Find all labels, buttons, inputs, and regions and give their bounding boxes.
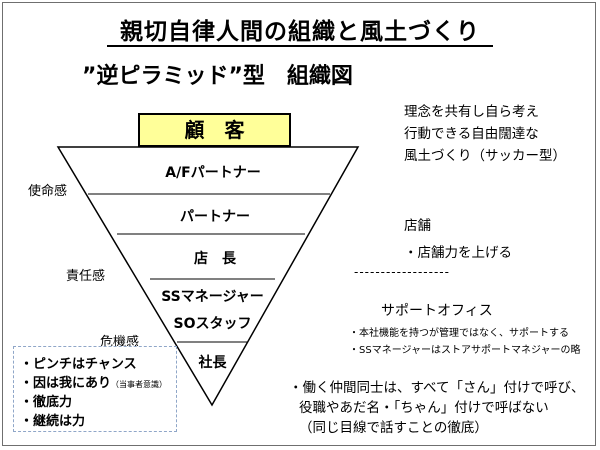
philosophy-line: 行動できる自由闊達な bbox=[404, 126, 539, 142]
tier-store-manager: 店 長 bbox=[194, 251, 236, 267]
side-label-mission: 使命感 bbox=[28, 184, 68, 199]
diagram-subtitle: ”逆ピラミッド”型 組織図 bbox=[82, 64, 353, 89]
support-office-point: ・本社機能を持つが管理ではなく、サポートする bbox=[349, 328, 569, 339]
policy-note: （当事者意識） bbox=[111, 380, 168, 389]
colleague-rule: （同じ目線で話すことの徹底） bbox=[299, 420, 488, 436]
policy-box: ・ピンチはチャンス ・因は我にあり（当事者意識） ・徹底力 ・継続は力 bbox=[13, 346, 177, 432]
tier-ss-manager: SSマネージャー bbox=[161, 289, 264, 305]
policy-item: ・継続は力 bbox=[20, 414, 86, 429]
philosophy-line: 風土づくり（サッカー型） bbox=[404, 148, 566, 164]
philosophy-line: 理念を共有し自ら考え bbox=[404, 104, 539, 120]
colleague-rule: ・働く仲間同士は、すべて「さん」付けで呼び、 bbox=[289, 380, 585, 396]
tier-president: 社長 bbox=[198, 355, 227, 371]
policy-item: ・徹底力 bbox=[20, 395, 73, 410]
policy-item: ・ピンチはチャンス bbox=[20, 357, 137, 372]
page-title: 親切自律人間の組織と風土づくり bbox=[120, 19, 480, 45]
policy-item: ・因は我にあり（当事者意識） bbox=[20, 376, 168, 391]
store-point: ・店舗力を上げる bbox=[404, 245, 512, 261]
slide-frame bbox=[2, 2, 596, 446]
tier-so-staff: SOスタッフ bbox=[173, 316, 252, 332]
support-office-point: ・SSマネージャーはストアサポートマネジャーの略 bbox=[349, 345, 581, 356]
support-office-heading: サポートオフィス bbox=[381, 303, 493, 319]
customer-box: 顧客 bbox=[138, 113, 291, 147]
separator-line: ------------------ bbox=[354, 265, 450, 279]
title-underline bbox=[107, 45, 493, 47]
store-heading: 店舗 bbox=[404, 218, 431, 234]
tier-partner: パートナー bbox=[180, 209, 250, 225]
tier-af-partner: A/Fパートナー bbox=[165, 165, 261, 181]
colleague-rule: 役職やあだ名・「ちゃん」付けで呼ばない bbox=[299, 400, 549, 416]
side-label-responsibility: 責任感 bbox=[66, 269, 106, 284]
pyramid-outline bbox=[56, 146, 360, 407]
